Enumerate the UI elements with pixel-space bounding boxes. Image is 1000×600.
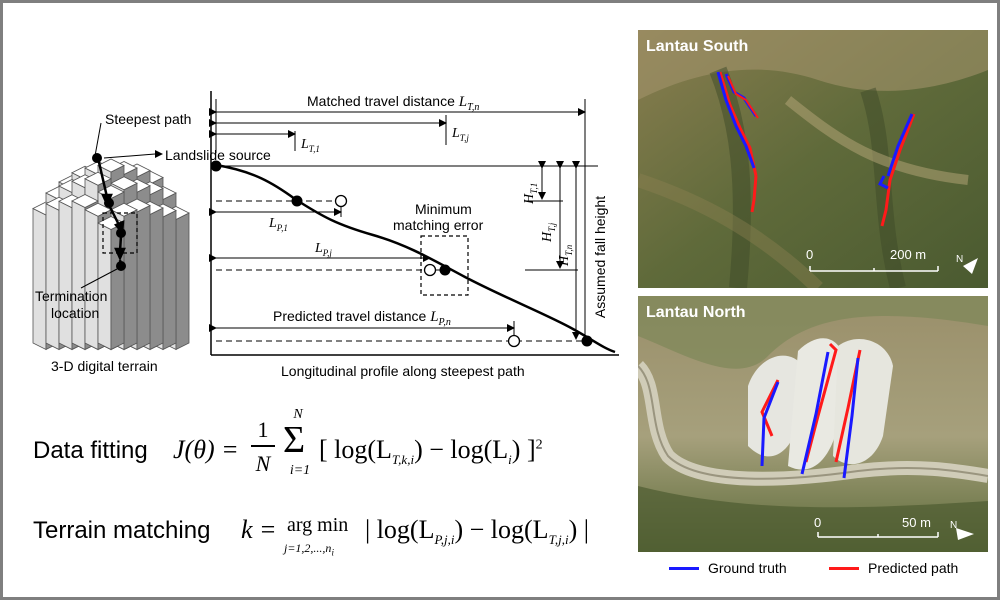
legend-ground-label: Ground truth xyxy=(708,560,787,576)
min-error-label-1: Minimum xyxy=(415,201,472,217)
south-ground-truth-3 xyxy=(886,113,914,177)
LT1-label: LT,1 xyxy=(301,137,320,155)
eq-k: k = xyxy=(241,515,277,544)
min-error-box xyxy=(420,235,469,296)
map-south-image: N xyxy=(638,30,988,288)
north-north-arrow xyxy=(956,528,974,540)
terrain-caption: 3-D digital terrain xyxy=(51,358,158,374)
north-ground-truth-3 xyxy=(842,357,860,479)
map-lantau-north: N Lantau North 0 50 m xyxy=(638,296,988,552)
south-title: Lantau South xyxy=(646,38,749,55)
profile-caption: Longitudinal profile along steepest path xyxy=(281,363,525,379)
source-leader xyxy=(103,153,156,159)
terrain-path-dots xyxy=(92,153,126,271)
profile-points xyxy=(210,160,593,348)
eq-argmin-sub: j=1,2,...,ni xyxy=(284,541,334,558)
eq-frac-num: 1 xyxy=(257,417,269,442)
south-predicted-path-2 xyxy=(727,75,759,119)
steepest-path-leader xyxy=(94,122,102,157)
eq-argmin: arg min xyxy=(287,514,349,536)
LTj-label: LT,j xyxy=(452,126,469,144)
south-predicted-path-3 xyxy=(880,113,916,227)
source-arrowhead xyxy=(155,150,163,158)
north-scale-0: 0 xyxy=(814,515,822,530)
south-scale-0: 0 xyxy=(806,247,814,262)
termination-label-2: location xyxy=(51,305,100,321)
termination-label-1: Termination xyxy=(35,288,108,304)
north-ground-truth-1 xyxy=(760,381,780,467)
steepest-path-label: Steepest path xyxy=(105,111,192,127)
legend-ground-swatch xyxy=(669,567,699,570)
min-error-label-2: matching error xyxy=(393,217,484,233)
eq-fit-body: [ log(LT,k,i) − log(Li) ]2 xyxy=(319,435,543,468)
terrain-sketch xyxy=(32,122,190,351)
north-predicted-1 xyxy=(760,379,780,437)
north-ground-truth-2 xyxy=(800,351,830,475)
north-predicted-2 xyxy=(804,342,838,463)
LP1-label: LP,1 xyxy=(269,216,288,234)
svg-text:N: N xyxy=(956,254,963,265)
svg-text:N: N xyxy=(950,520,957,531)
south-north-arrow xyxy=(963,258,978,274)
map-lantau-south: N Lantau South 0 200 m xyxy=(638,30,988,288)
HTj-label: HT,j xyxy=(540,222,558,242)
south-predicted-path-1 xyxy=(750,175,758,213)
HT1-label: HT,1 xyxy=(522,182,540,204)
profile-diagram xyxy=(209,91,619,356)
south-scale-end: 200 m xyxy=(890,247,927,262)
fall-height-label: Assumed fall height xyxy=(592,195,608,319)
eq-sigma: Σ xyxy=(283,419,306,461)
landslide-source-label: Landslide source xyxy=(165,147,271,163)
south-ground-truth-4 xyxy=(877,175,889,190)
terrain-path xyxy=(96,157,126,266)
eq-sum-bottom: i=1 xyxy=(289,463,311,478)
termination-leader xyxy=(80,268,118,289)
eq-frac-bar xyxy=(251,445,275,447)
south-ground-truth-1 xyxy=(716,71,756,169)
matched-travel-label: Matched travel distance LT,n xyxy=(307,93,480,113)
eq-match-body: | log(LP,j,i) − log(LT,j,i) | xyxy=(365,515,589,548)
terrain-matching-label: Terrain matching xyxy=(33,517,211,544)
eq-sum-top: N xyxy=(293,407,303,422)
eq-frac-den: N xyxy=(255,451,271,476)
eq-j-theta: J(θ) = xyxy=(173,435,239,464)
HTn-label: HT,n xyxy=(557,244,575,266)
predicted-travel-label: Predicted travel distance LP,n xyxy=(273,308,451,328)
legend-predicted-swatch xyxy=(829,567,859,570)
south-predicted-path-1b xyxy=(718,71,758,177)
map-north-image: N xyxy=(638,296,988,552)
figure-panel: Steepest path Landslide source Terminati… xyxy=(3,3,997,597)
north-scale-end: 50 m xyxy=(902,515,931,530)
data-fitting-label: Data fitting xyxy=(33,437,148,464)
north-title: Lantau North xyxy=(646,304,746,321)
LPj-label: LP,j xyxy=(315,241,332,259)
legend-predicted-label: Predicted path xyxy=(868,560,959,576)
